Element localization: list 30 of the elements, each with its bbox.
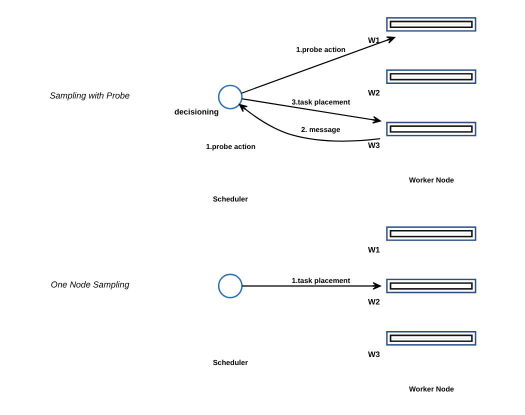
node-box (386, 17, 476, 32)
label: One Node Sampling (50, 280, 129, 290)
node-label: decisioning (174, 107, 218, 116)
edge-label: 1.task placement (291, 276, 350, 286)
node-box (386, 331, 476, 346)
label: Sampling with Probe (49, 90, 130, 101)
label: Scheduler (212, 194, 248, 204)
edge-label: 1.probe action (296, 44, 346, 54)
node-label: W2 (368, 88, 380, 98)
label: 1.probe action (205, 142, 256, 151)
node-circle (217, 274, 242, 298)
node-label: W2 (368, 298, 380, 307)
arrow (240, 36, 395, 94)
node-label: W3 (368, 350, 380, 360)
node-circle (217, 84, 242, 110)
edge-label: 2. message (300, 124, 340, 134)
edge-label: 3.task placement (291, 97, 350, 106)
node-label: W1 (368, 36, 380, 46)
node-box (386, 122, 476, 136)
node-box (386, 278, 476, 294)
node-label: W3 (368, 140, 380, 150)
arrow (242, 282, 380, 290)
node-label: W1 (368, 245, 380, 254)
label: Scheduler (212, 358, 248, 367)
node-box (386, 69, 476, 84)
label: Worker Node (408, 384, 454, 394)
arrow (238, 104, 380, 142)
label: Worker Node (408, 175, 454, 184)
arrow (241, 98, 380, 124)
node-box (386, 226, 476, 241)
